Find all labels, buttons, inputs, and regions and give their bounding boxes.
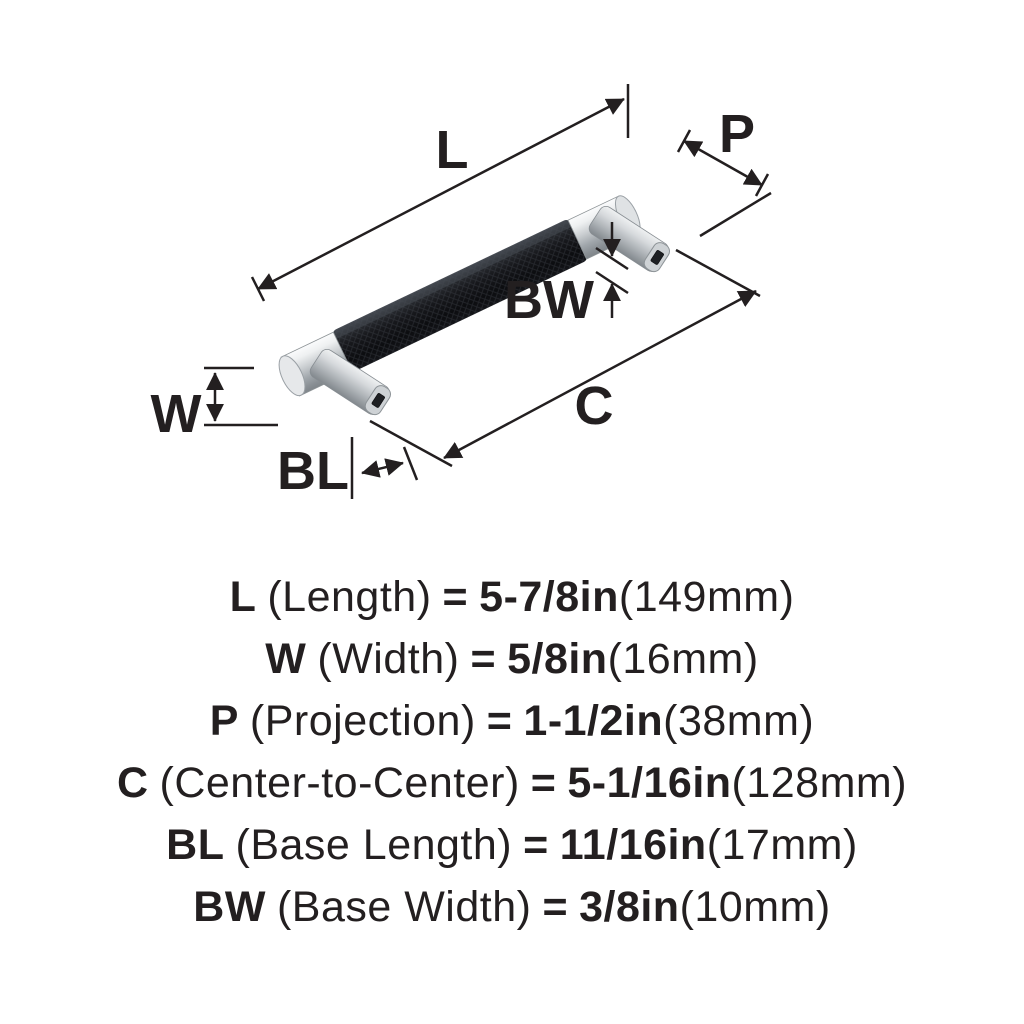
left-end-cap bbox=[278, 355, 306, 397]
legend-value: 1-1/2in bbox=[523, 697, 664, 745]
legend-row-length: L (Length) = 5-7/8in (149mm) bbox=[230, 566, 795, 628]
legend-metric: (10mm) bbox=[679, 883, 831, 931]
dim-label-BL: BL bbox=[277, 441, 349, 501]
legend-name: (Length) bbox=[267, 573, 432, 621]
legend-name: (Center-to-Center) bbox=[159, 759, 520, 807]
legend-name: (Base Length) bbox=[235, 821, 513, 869]
legend-equals: = bbox=[542, 883, 569, 931]
legend-row-base-width: BW (Base Width) = 3/8in (10mm) bbox=[193, 876, 830, 938]
legend-metric: (149mm) bbox=[618, 573, 795, 621]
legend-metric: (38mm) bbox=[663, 697, 815, 745]
legend-equals: = bbox=[470, 635, 497, 683]
dim-label-W: W bbox=[151, 384, 202, 444]
dim-BL-tick-right bbox=[402, 446, 419, 481]
right-post-screw-hole bbox=[650, 250, 664, 265]
legend-symbol: L bbox=[229, 573, 257, 621]
legend-name: (Width) bbox=[317, 635, 460, 683]
dim-P-tick-left bbox=[676, 129, 692, 153]
dim-BW-tick-b bbox=[595, 270, 629, 295]
legend-metric: (128mm) bbox=[731, 759, 908, 807]
legend-row-width: W (Width) = 5/8in (16mm) bbox=[265, 628, 758, 690]
legend-equals: = bbox=[530, 759, 557, 807]
legend-row-projection: P (Projection) = 1-1/2in (38mm) bbox=[210, 690, 815, 752]
legend-metric: (17mm) bbox=[706, 821, 858, 869]
legend-value: 5-7/8in bbox=[479, 573, 619, 621]
dim-label-P: P bbox=[719, 104, 755, 164]
legend-metric: (16mm) bbox=[607, 635, 759, 683]
legend-symbol: C bbox=[116, 759, 149, 807]
left-post-screw-hole bbox=[371, 393, 385, 408]
dim-L-line bbox=[257, 97, 625, 291]
dim-C-extension-right bbox=[675, 248, 761, 298]
legend-value: 11/16in bbox=[559, 821, 707, 869]
legend-name: (Base Width) bbox=[276, 883, 532, 931]
dim-label-L: L bbox=[436, 120, 469, 180]
legend-value: 5/8in bbox=[507, 635, 608, 683]
legend-row-base-length: BL (Base Length) = 11/16in (17mm) bbox=[166, 814, 858, 876]
legend-symbol: BL bbox=[166, 821, 225, 869]
dim-BL-line bbox=[361, 458, 404, 478]
dimension-lines bbox=[204, 84, 772, 499]
legend-equals: = bbox=[486, 697, 513, 745]
legend-symbol: W bbox=[265, 635, 307, 683]
legend-value: 5-1/16in bbox=[567, 759, 732, 807]
dim-P-line bbox=[683, 139, 763, 187]
legend-symbol: P bbox=[209, 697, 239, 745]
dimension-letters: L P BW C W BL bbox=[151, 104, 756, 501]
legend-value: 3/8in bbox=[579, 883, 680, 931]
dim-label-BW: BW bbox=[504, 270, 594, 330]
handle-dimension-drawing: L P BW C W BL bbox=[151, 84, 772, 501]
dim-C-line bbox=[443, 289, 757, 460]
legend-equals: = bbox=[523, 821, 549, 869]
legend-row-center-to-center: C (Center-to-Center) = 5-1/16in (128mm) bbox=[117, 752, 907, 814]
left-post bbox=[309, 348, 391, 416]
dim-BW-tick-a bbox=[595, 246, 629, 271]
legend-name: (Projection) bbox=[249, 697, 476, 745]
dim-C-extension-left bbox=[369, 419, 453, 468]
dim-P-tick-right bbox=[754, 173, 770, 197]
legend-equals: = bbox=[442, 573, 469, 621]
dimension-legend: L (Length) = 5-7/8in (149mm) W (Width) =… bbox=[0, 566, 1024, 938]
dim-P-extension bbox=[699, 191, 772, 238]
dim-label-C: C bbox=[575, 376, 614, 436]
legend-symbol: BW bbox=[193, 883, 266, 931]
dim-L-tick-left bbox=[250, 276, 266, 302]
